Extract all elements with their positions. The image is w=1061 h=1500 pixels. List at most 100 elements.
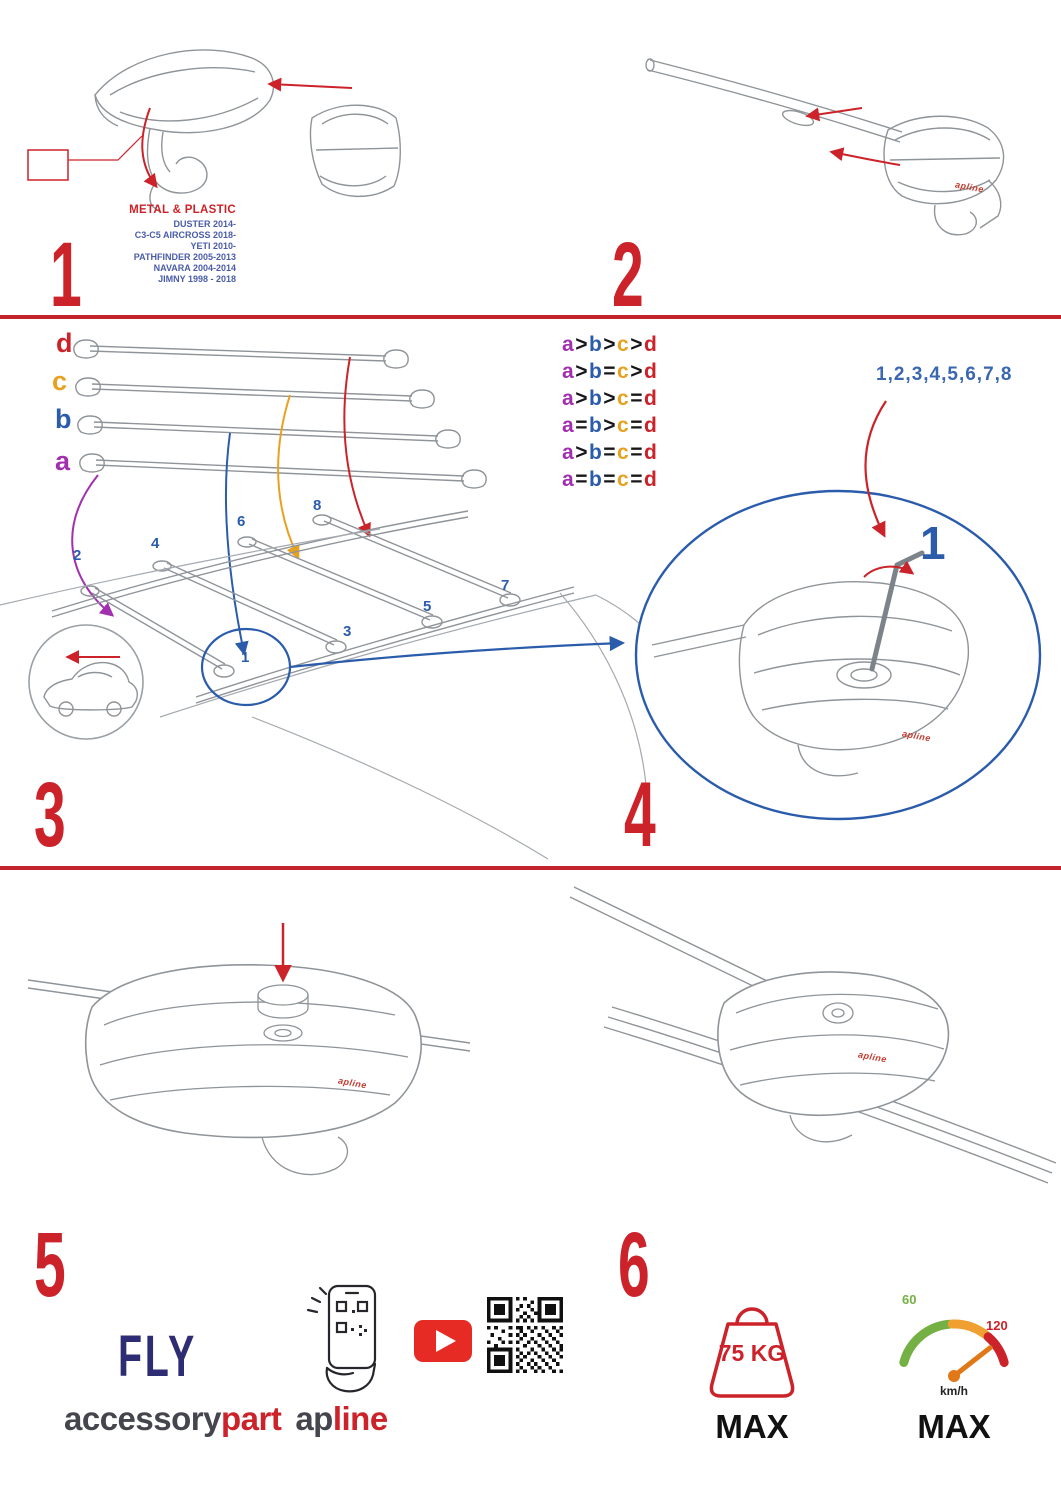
- formula-row: a>b>c>d: [562, 333, 658, 360]
- material-note: METAL & PLASTIC DUSTER 2014- C3-C5 AIRCR…: [58, 204, 236, 285]
- vehicle-model: C3-C5 AIRCROSS 2018-: [134, 230, 236, 240]
- step2-arrows: [805, 107, 901, 166]
- tool-number: 1: [920, 517, 946, 569]
- formula-row: a>b=c>d: [562, 360, 658, 387]
- crossbar-drawing: [645, 58, 903, 143]
- brand-word-part: part: [220, 1400, 282, 1437]
- step-number-6: 6: [618, 1214, 650, 1316]
- formula-op: >: [630, 360, 644, 383]
- formula-op: =: [575, 414, 589, 437]
- formula-d: d: [644, 333, 659, 356]
- foot-drawing: [883, 115, 1005, 236]
- formula-op: =: [603, 441, 618, 464]
- cover-pad-drawing: [309, 104, 401, 197]
- formula-row: a=b=c=d: [562, 468, 658, 495]
- formula-d: d: [644, 441, 659, 464]
- vehicle-model: PATHFINDER 2005-2013: [133, 252, 236, 262]
- vehicle-model: NAVARA 2004-2014: [153, 263, 236, 273]
- section-divider: [0, 315, 1061, 319]
- step6-foot-drawing: [569, 886, 1057, 1184]
- callout-box: [27, 149, 69, 181]
- bar-label-d: d: [56, 328, 73, 358]
- allen-key: [869, 550, 925, 672]
- formula-b: b: [588, 468, 604, 491]
- brand-word-accessory: accessory: [64, 1400, 221, 1437]
- step-number-3: 3: [34, 764, 66, 866]
- formula-a: a: [562, 387, 576, 410]
- youtube-icon: [414, 1320, 472, 1362]
- formula-d: d: [644, 414, 659, 437]
- qr-finder-patterns: [487, 1297, 563, 1373]
- step2-illustration: [645, 58, 1005, 236]
- step3-step4-illustration: [0, 339, 1042, 860]
- formula-d: d: [644, 468, 659, 491]
- speed-high-label: 120: [986, 1318, 1008, 1333]
- step5-step6-illustration: [27, 886, 1057, 1184]
- weight-limit-icon: [709, 1307, 795, 1398]
- phone-scan-icon: [306, 1284, 377, 1393]
- section-divider: [0, 866, 1061, 870]
- formula-b: b: [588, 441, 604, 464]
- formula-op: =: [603, 468, 618, 491]
- bar-label-a: a: [55, 446, 71, 476]
- car-direction-icon: [28, 624, 144, 740]
- formula-d: d: [644, 387, 659, 410]
- formula-row: a>b=c=d: [562, 441, 658, 468]
- product-name: FLY: [118, 1324, 198, 1389]
- formula-c: c: [617, 333, 631, 356]
- formula-op: =: [575, 468, 589, 491]
- step-number-4: 4: [624, 764, 656, 866]
- formula-op: =: [630, 387, 644, 410]
- formula-op: >: [575, 360, 589, 383]
- roof-perspective-drawing: [51, 510, 575, 704]
- gauge-needle: [951, 1345, 993, 1379]
- position-number-2: 2: [73, 547, 82, 564]
- brand-word-ap: ap: [295, 1400, 333, 1437]
- weight-max-label: MAX: [715, 1408, 789, 1445]
- formula-op: >: [603, 333, 618, 356]
- tightening-sequence-label: 1,2,3,4,5,6,7,8: [876, 364, 1013, 385]
- formula-b: b: [588, 414, 604, 437]
- bar-label-b: b: [55, 404, 72, 434]
- position-number-7: 7: [501, 577, 510, 594]
- formula-row: a=b>c=d: [562, 414, 658, 441]
- formula-d: d: [644, 360, 659, 383]
- speed-unit-label: km/h: [939, 1384, 968, 1398]
- bar-label-c: c: [52, 366, 68, 396]
- formula-op: >: [575, 441, 589, 464]
- formula-op: =: [630, 468, 644, 491]
- loose-crossbars-drawing: [73, 339, 487, 489]
- sequence-arrow: [864, 400, 887, 538]
- position-number-8: 8: [313, 497, 322, 514]
- formula-a: a: [562, 468, 576, 491]
- formula-c: c: [617, 360, 631, 383]
- formula-c: c: [617, 414, 631, 437]
- bar-position-curves: [71, 356, 371, 656]
- formula-c: c: [617, 468, 631, 491]
- formula-c: c: [617, 387, 631, 410]
- formula-op: >: [575, 333, 589, 356]
- weight-limit-value: 75 KG: [718, 1340, 786, 1366]
- formula-b: b: [588, 387, 604, 410]
- formula-op: >: [575, 387, 589, 410]
- position-number-5: 5: [423, 598, 432, 615]
- step1-illustration: [27, 49, 401, 213]
- formula-a: a: [562, 333, 576, 356]
- vehicle-model: DUSTER 2014-: [173, 219, 236, 229]
- foot-clamp-drawing: [94, 49, 275, 213]
- step-number-2: 2: [612, 224, 644, 326]
- position1-highlight-circle: [200, 627, 292, 707]
- formula-op: >: [603, 387, 618, 410]
- formula-op: >: [603, 414, 618, 437]
- rotation-arrow: [863, 560, 915, 578]
- formula-op: >: [630, 333, 644, 356]
- zoom-detail-drawing: [634, 489, 1042, 821]
- tightening-formulas: a>b>c>d a>b=c>d a>b>c=d a=b>c=d a>b=c=d …: [562, 333, 658, 495]
- step-number-1: 1: [50, 224, 82, 326]
- formula-a: a: [562, 414, 576, 437]
- qr-code: [487, 1297, 563, 1373]
- zoom-pointer-arrow: [289, 635, 626, 669]
- vehicle-models-list: DUSTER 2014- C3-C5 AIRCROSS 2018- YETI 2…: [58, 219, 236, 285]
